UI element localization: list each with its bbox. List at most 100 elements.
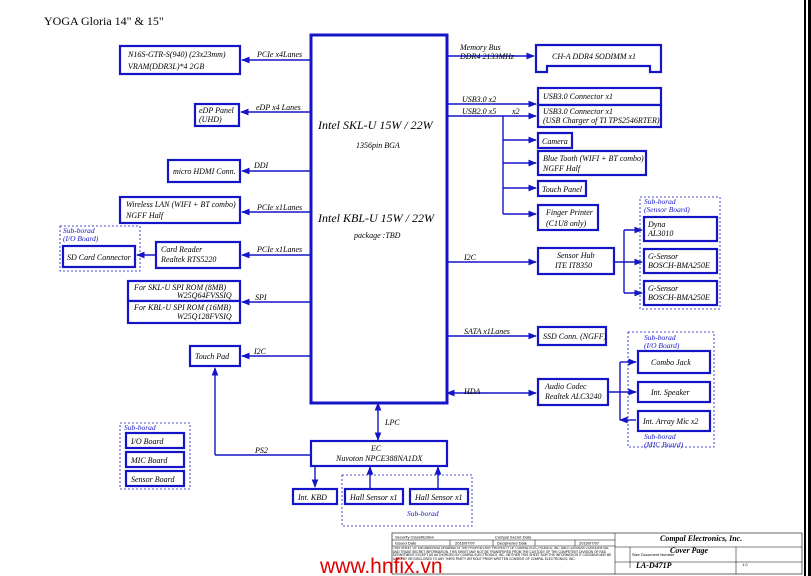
sensor-hub-line2: ITE IT8350 [554,261,592,270]
usb3-connector2-line1: USB3.0 Connector x1 [543,107,613,116]
subboard-io-label: I/O Board [130,437,164,446]
mic-block [636,409,712,433]
wlan-line1: Wireless LAN (WIFI + BT combo) [126,200,236,209]
card-reader-line2: Realtek RTS5220 [160,255,216,264]
sensor-subboard-title2: (Sensor Board) [644,205,690,214]
mic-subboard-title2: (MIC Board) [644,440,684,449]
secret-data-label: Compal Secret Data [495,535,532,540]
usb3-connector1-label: USB3.0 Connector x1 [543,92,613,101]
subboard-sensor-block [124,469,186,488]
bluetooth-line1: Blue Tooth (WIFI + BT combo) [543,154,644,163]
sodimm-block [534,43,663,74]
deciphered-date-value: 2016/07/07 [579,541,600,546]
usb3-connector2-block [536,103,663,129]
edp-line1: eDP Panel [199,106,235,115]
card-reader-line1: Card Reader [161,245,203,254]
sensor-subboard-title1: Sub-borad [644,197,676,206]
edp-panel-block [193,102,241,128]
hdmi-block [166,158,242,184]
hall-subboard-frame [341,474,473,527]
subboard-mic-block [124,450,186,469]
usb3-bus-label: USB3.0 x2 [462,95,496,104]
wlan-line2: NGFF Half [125,211,165,220]
kbd-label: Int. KBD [297,493,327,502]
audio-io-subboard-title2: (I/O Board) [644,341,680,350]
cpu-skl-label: Intel SKL-U 15W / 22W [317,118,434,132]
card-reader-block [154,240,242,270]
camera-label: Camera [542,137,568,146]
sheet-title: Cover Page [670,546,708,555]
sensor-hub-block [536,246,616,276]
finger-printer-line1: Finger Printer [545,208,594,217]
bluetooth-block [536,149,648,177]
spi-rom-kbl-line2: W25Q128FVSIQ [177,312,232,321]
hda-bus-label: HDA [463,387,481,396]
gpu-bus-label: PCIe x4Lanes [256,50,302,59]
memory-bus-label2: DDR4 2133MHz [459,52,515,61]
usb2-x2-label: x2 [511,107,520,116]
usb3-connector2-line2: (USB Charger of TI TPS2546RTER) [543,116,660,125]
gsensor2-line1: G-Sensor [648,284,679,293]
cpu-bga-label: 1356pin BGA [356,141,400,150]
document-number-label: Size Document Number [632,552,675,557]
usb2-bus-label: USB2.0 x5 [462,107,496,116]
dyna-block [642,215,719,243]
spi-bus-label: SPI [255,293,267,302]
subboard-io-block [124,431,186,450]
sensor-hub-bus-label: I2C [463,253,477,262]
ec-line2: Nuvoton NPCE388NA1DX [335,454,424,463]
finger-printer-block [536,203,600,232]
memory-bus-label1: Memory Bus [459,43,501,52]
ec-block [309,439,449,468]
io-subboard-left-title1: Sub-borad [63,226,95,235]
ssd-bus-label: SATA x1Lanes [464,327,510,336]
io-subboard-left-title2: (I/O Board) [63,234,99,243]
gpu-line2: VRAM(DDR3L)*4 2GB [128,62,204,71]
issued-date-value: 2016/07/07 [455,541,476,546]
spi-rom-kbl-block [126,299,242,325]
touch-panel-block [536,179,588,198]
ec-line1: EC [370,444,382,453]
audio-subboard-frame [627,331,715,448]
gsensor1-line1: G-Sensor [648,252,679,261]
sd-card-connector-block [61,244,137,269]
combo-jack-block [636,349,712,375]
gsensor2-block [642,279,719,307]
touch-panel-label: Touch Panel [542,185,583,194]
document-number: LA-D471P [635,561,672,570]
hall-sensor2-block [408,487,470,506]
bluetooth-line2: NGFF Half [542,164,582,173]
audio-codec-line1: Audio Codec [544,382,587,391]
wlan-bus-label: PCIe x1Lanes [256,203,302,212]
sensor-hub-line1: Sensor Hub [557,251,595,260]
touch-pad-label: Touch Pad [195,352,230,361]
sensor-subboard-frame [639,196,721,310]
mic-subboard-title1: Sub-borad [644,432,676,441]
subboard-list-title: Sub-borad [124,423,156,432]
security-classification-label: Security Classification [395,535,434,540]
finger-printer-line2: (C1U8 only) [546,219,587,228]
cpu-kbl-label: Intel KBL-U 15W / 22W [317,211,435,225]
deciphered-date-label: Deciphered Date [497,541,528,546]
subboard-mic-label: MIC Board [130,456,168,465]
wlan-block [118,195,242,225]
audio-codec-line2: Realtek ALC3240 [544,392,602,401]
spi-rom-skl-line1: For SKL-U SPI ROM (8MB) [133,283,226,292]
ssd-block [536,325,608,347]
cpu-block [309,33,449,405]
speaker-block [636,380,712,404]
gpu-line1: N16S-GTR-S(940) (23x23mm) [127,50,226,59]
diagram-title: YOGA Gloria 14" & 15" [44,14,164,28]
revision: 1.0 [742,562,748,567]
ssd-label: SSD Conn. (NGFF) [543,332,607,341]
touch-pad-bus-label: I2C [253,347,267,356]
sodimm-label: CH-A DDR4 SODIMM x1 [552,52,636,61]
hall-sensor1-label: Hall Sensor x1 [349,493,398,502]
edp-bus-label: eDP x4 Lanes [256,103,301,112]
gsensor1-block [642,247,719,275]
dyna-line2: AL3010 [647,229,673,238]
gsensor1-line2: BOSCH-BMA250E [648,261,710,270]
hdmi-label: micro HDMI Conn. [173,167,236,176]
